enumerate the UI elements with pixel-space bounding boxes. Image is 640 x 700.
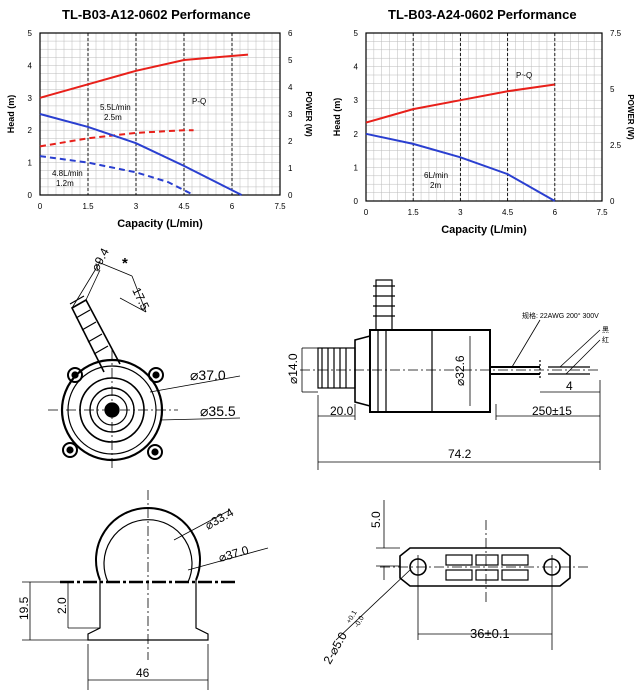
chart-annotation: 4.8L/min — [52, 169, 83, 178]
x-tick-label: 0 — [364, 208, 369, 217]
chart-annotation: 2.5m — [104, 113, 122, 122]
x-tick-label: 6 — [553, 208, 558, 217]
y-axis-label-left: Head (m) — [6, 95, 16, 134]
x-tick-label: 3 — [458, 208, 463, 217]
bracket-view — [22, 490, 269, 690]
plot-frame — [365, 32, 603, 202]
y-tick-label-right: 5 — [288, 56, 293, 65]
dim-hole-spacing: 36±0.1 — [470, 626, 510, 641]
y-tick-label-right: 1 — [288, 164, 293, 173]
y-tick-label-right: 7.5 — [610, 29, 622, 38]
y-tick-label-right: 4 — [288, 83, 293, 92]
y-tick-label-left: 4 — [354, 63, 359, 72]
y-tick-label-right: 5 — [610, 85, 615, 94]
dim-overall-length: 74.2 — [448, 447, 472, 461]
y-tick-label-left: 0 — [28, 191, 33, 200]
dim-bracket-thickness: 2.0 — [55, 597, 69, 614]
dim-star-mark: * — [122, 255, 128, 272]
chart2-title: TL-B03-A24-0602 Performance — [388, 7, 577, 22]
x-tick-label: 4.5 — [502, 208, 514, 217]
x-tick-label: 6 — [230, 202, 235, 211]
pump-front-view — [300, 279, 601, 470]
y-tick-label-left: 4 — [28, 61, 33, 70]
wire-label-red: 红 — [602, 335, 609, 344]
x-tick-label: 1.5 — [408, 208, 420, 217]
dim-bracket-inner: ⌀33.4 — [203, 505, 237, 533]
series-line-1 — [39, 129, 194, 148]
y-tick-label-right: 3 — [288, 110, 293, 119]
x-axis-label: Capacity (L/min) — [117, 218, 203, 230]
chart-annotation: 2m — [430, 181, 441, 190]
y-tick-label-left: 3 — [28, 94, 33, 103]
dim-nozzle-diameter: ⌀9.4 — [88, 245, 112, 273]
y-tick-label-left: 2 — [354, 130, 359, 139]
dim-base-offset: 5.0 — [369, 511, 383, 528]
pump-side-view — [48, 261, 241, 470]
y-axis-label-right: POWER (W) — [304, 91, 313, 137]
x-axis-label: Capacity (L/min) — [441, 224, 527, 236]
chart-annotation: 6L/min — [424, 171, 448, 180]
dim-housing-diameter: ⌀35.5 — [200, 403, 236, 419]
y-tick-label-right: 0 — [288, 191, 293, 200]
dim-bracket-width: 46 — [136, 666, 150, 680]
dim-bracket-height: 19.5 — [17, 596, 31, 620]
y-tick-label-right: 2 — [288, 137, 293, 146]
dim-nozzle-length-front: 20.0 — [330, 404, 354, 418]
dim-nozzle-length: 17.5 — [129, 285, 152, 312]
x-tick-label: 3 — [134, 202, 139, 211]
x-tick-label: 7.5 — [596, 208, 608, 217]
chart-annotation: 5.5L/min — [100, 103, 131, 112]
dim-cable-length: 250±15 — [532, 404, 572, 418]
dim-inlet-diameter: ⌀14.0 — [286, 353, 300, 384]
x-tick-label: 1.5 — [82, 202, 94, 211]
y-tick-label-left: 1 — [354, 163, 359, 172]
wire-label-black: 黑 — [602, 326, 609, 334]
y-tick-label-left: 5 — [28, 29, 33, 38]
y-tick-label-left: 2 — [28, 126, 33, 135]
series-line-3 — [39, 155, 195, 196]
x-tick-label: 7.5 — [274, 202, 286, 211]
dim-outer-diameter: ⌀37.0 — [190, 367, 226, 383]
y-tick-label-right: 6 — [288, 29, 293, 38]
dim-strip-length: 4 — [566, 379, 573, 393]
y-tick-label-left: 3 — [354, 96, 359, 105]
chart-annotation: P-Q — [192, 97, 206, 106]
y-tick-label-left: 5 — [354, 29, 359, 38]
y-axis-label-left: Head (m) — [332, 98, 342, 137]
y-tick-label-left: 1 — [28, 159, 33, 168]
cable-spec-note: 规格: 22AWG 200° 300V — [522, 311, 599, 320]
x-tick-label: 4.5 — [178, 202, 190, 211]
x-tick-label: 0 — [38, 202, 43, 211]
chart-annotation: 1.2m — [56, 179, 74, 188]
dim-bracket-outer: ⌀37.0 — [217, 543, 251, 565]
series-line-0 — [39, 53, 249, 99]
dim-body-diameter: ⌀32.6 — [453, 355, 467, 386]
chart-annotation: P~Q — [516, 71, 532, 80]
series-line-2 — [39, 113, 243, 196]
series-line-1 — [365, 132, 556, 202]
y-axis-label-right: POWER (W) — [626, 94, 635, 140]
y-tick-label-right: 2.5 — [610, 141, 622, 150]
bracket-base-view — [335, 500, 590, 650]
chart1-title: TL-B03-A12-0602 Performance — [62, 7, 251, 22]
y-tick-label-left: 0 — [354, 197, 359, 206]
series-line-0 — [365, 83, 555, 124]
dim-hole-diameter: 2-⌀5.0 — [320, 629, 350, 666]
y-tick-label-right: 0 — [610, 197, 615, 206]
